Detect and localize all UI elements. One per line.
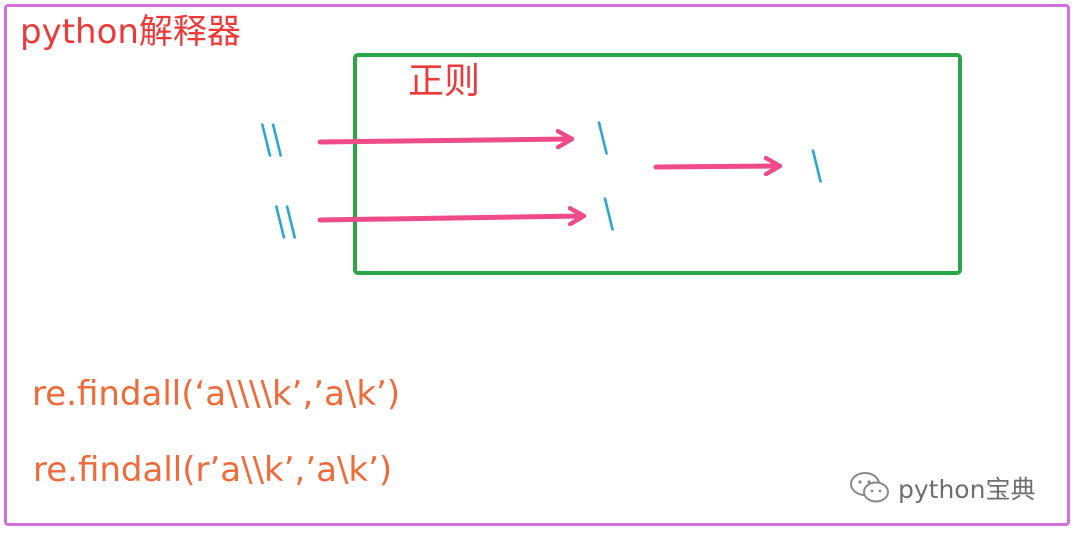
double-backslash-bottom: \\	[274, 199, 297, 245]
double-backslash-top: \\	[260, 117, 283, 163]
watermark: python宝典	[848, 470, 1035, 506]
code-line-escaped: re.findall(‘a\\\\k’,’a\k’)	[32, 374, 401, 414]
code-line-raw: re.findall(r’a\\k’,’a\k’)	[33, 450, 393, 490]
arrow-right	[653, 166, 778, 167]
arrow-top	[317, 139, 570, 142]
regex-box	[353, 53, 962, 275]
outer-frame	[4, 4, 1070, 526]
arrow-bottom	[317, 216, 582, 220]
single-backslash-bottom: \	[603, 191, 615, 237]
regex-label: 正则	[408, 61, 481, 102]
wechat-icon	[850, 472, 889, 503]
single-backslash-result: \	[811, 143, 823, 189]
single-backslash-top: \	[597, 115, 609, 161]
title-python-interpreter: python解释器	[20, 12, 241, 52]
watermark-text: python宝典	[898, 475, 1036, 504]
